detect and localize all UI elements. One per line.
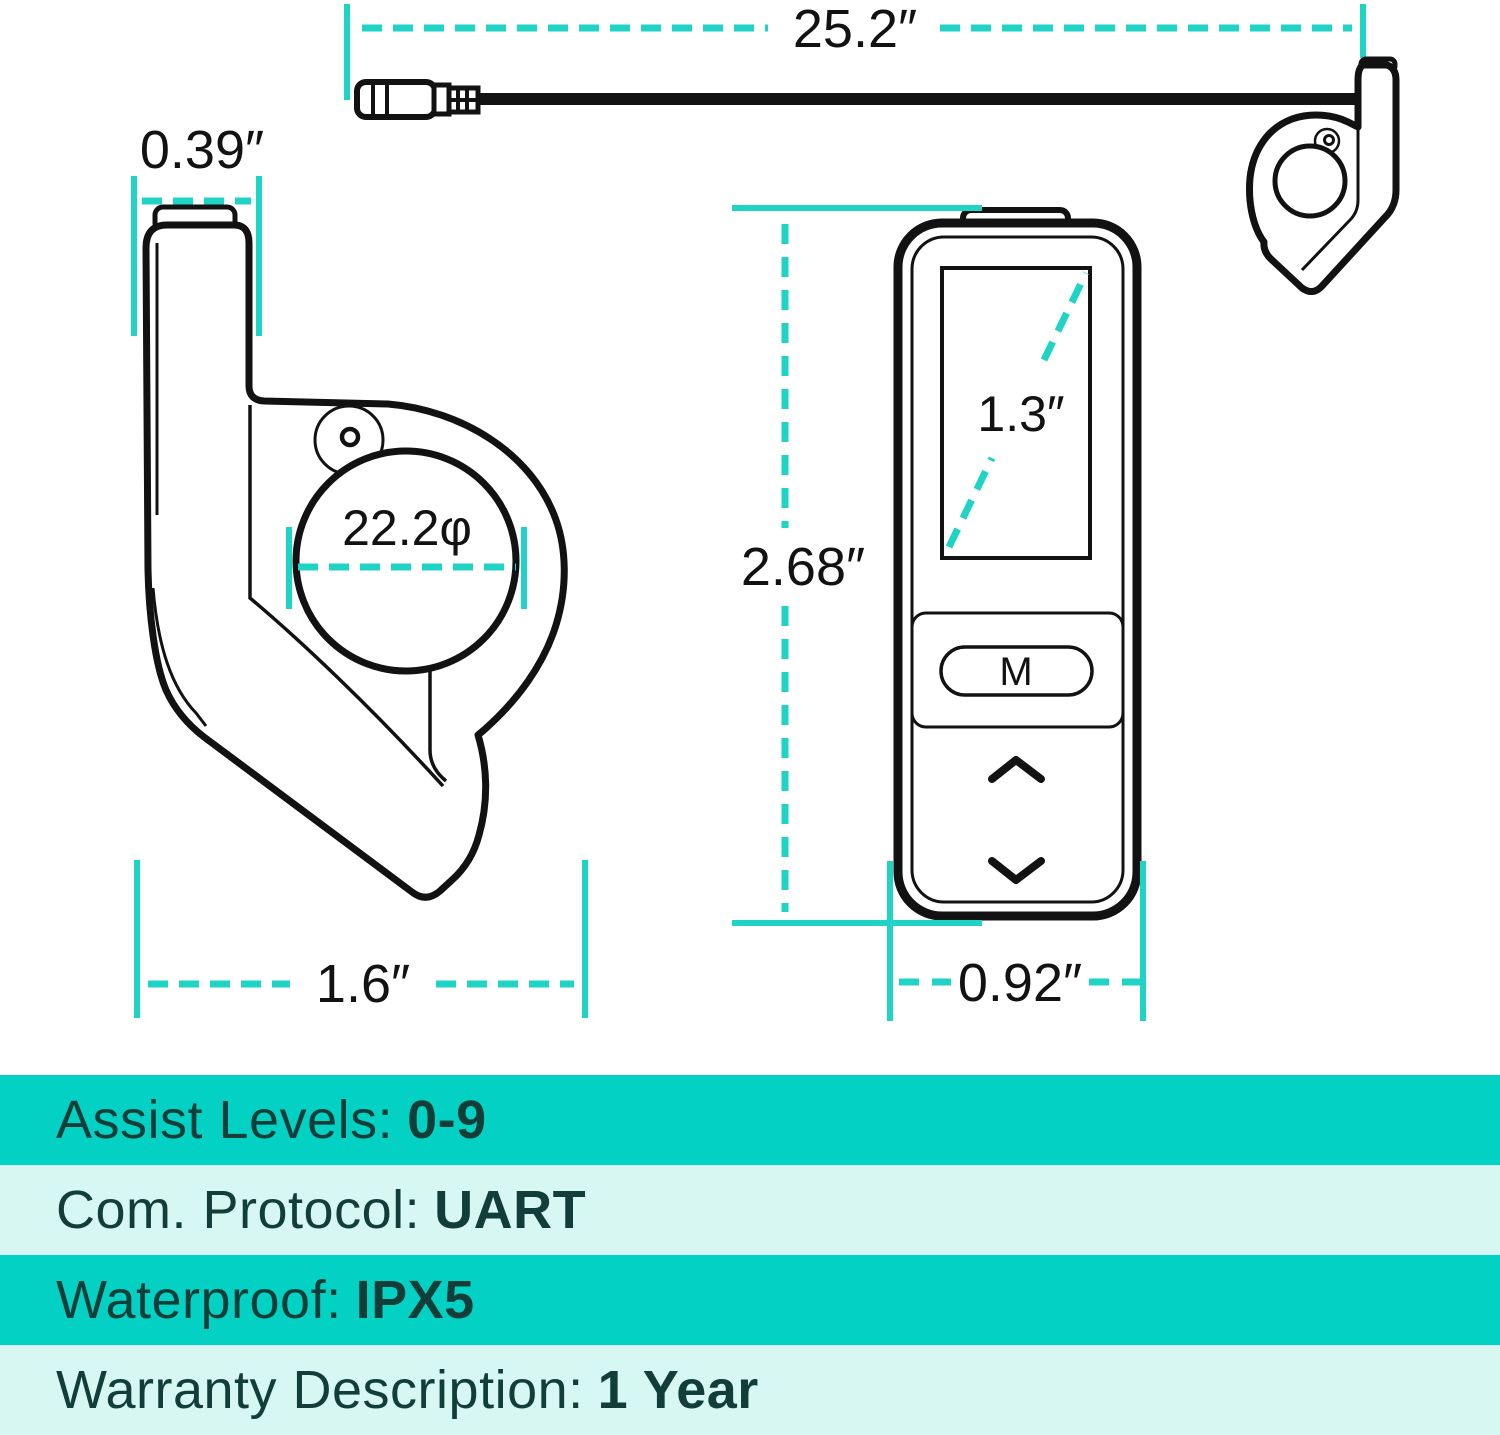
lever-width-label: 0.39″ — [140, 120, 264, 180]
throttle-3d-inner-edge — [1300, 127, 1360, 272]
spec-row-com-protocol: Com. Protocol: UART — [0, 1165, 1500, 1255]
spec-value: IPX5 — [355, 1270, 475, 1330]
spec-label: Waterproof: — [56, 1270, 342, 1330]
throttle-screw-hole — [339, 426, 361, 448]
spec-row-waterproof: Waterproof: IPX5 — [0, 1255, 1500, 1345]
spec-table: Assist Levels: 0-9 Com. Protocol: UART W… — [0, 1075, 1500, 1435]
screen-diagonal-dimension — [945, 271, 1090, 549]
spec-value: 1 Year — [597, 1360, 759, 1420]
throttle-lever-edge-detail — [212, 742, 408, 890]
screen-diagonal-label: 1.3″ — [977, 386, 1064, 442]
base-length-dimension — [134, 860, 588, 1018]
spec-label: Warranty Description: — [56, 1360, 584, 1420]
display-width-label: 0.92″ — [958, 953, 1082, 1013]
throttle-side-view — [142, 204, 568, 901]
display-height-dimension — [732, 205, 982, 926]
display-height-label: 2.68″ — [741, 537, 865, 597]
throttle-3d-clamp-hole — [1272, 143, 1348, 219]
display-front-view: 1.3″ M — [893, 207, 1142, 921]
chevron-up-icon — [988, 756, 1045, 783]
spec-row-assist-levels: Assist Levels: 0-9 — [0, 1075, 1500, 1165]
spec-value: 0-9 — [407, 1090, 487, 1150]
clamp-diameter-dimension — [286, 527, 527, 609]
throttle-3d-screw-hole — [1323, 134, 1335, 146]
throttle-clamp-hole — [292, 447, 520, 675]
m-button — [939, 645, 1094, 697]
base-length-label: 1.6″ — [316, 954, 410, 1014]
cable-length-dimension — [344, 4, 1366, 100]
lever-width-dimension — [131, 176, 262, 336]
clamp-diameter-label: 22.2φ — [342, 500, 472, 556]
chevron-down-icon — [988, 857, 1045, 884]
cable-length-label: 25.2″ — [793, 0, 917, 59]
display-inner-outline — [910, 235, 1125, 904]
throttle-3d-view — [1246, 56, 1400, 295]
spec-label: Com. Protocol: — [56, 1180, 421, 1240]
cable-connector — [354, 79, 481, 120]
throttle-lever-inner-edge — [248, 405, 445, 788]
spec-value: UART — [434, 1180, 587, 1240]
dimension-diagram: 25.2″ — [131, 0, 1400, 1021]
m-button-label: M — [999, 650, 1032, 694]
throttle-elbow-detail — [151, 587, 208, 727]
spec-label: Assist Levels: — [56, 1090, 394, 1150]
spec-row-warranty: Warranty Description: 1 Year — [0, 1345, 1500, 1435]
display-width-dimension — [887, 861, 1146, 1021]
throttle-body-inner-edge — [428, 671, 448, 783]
